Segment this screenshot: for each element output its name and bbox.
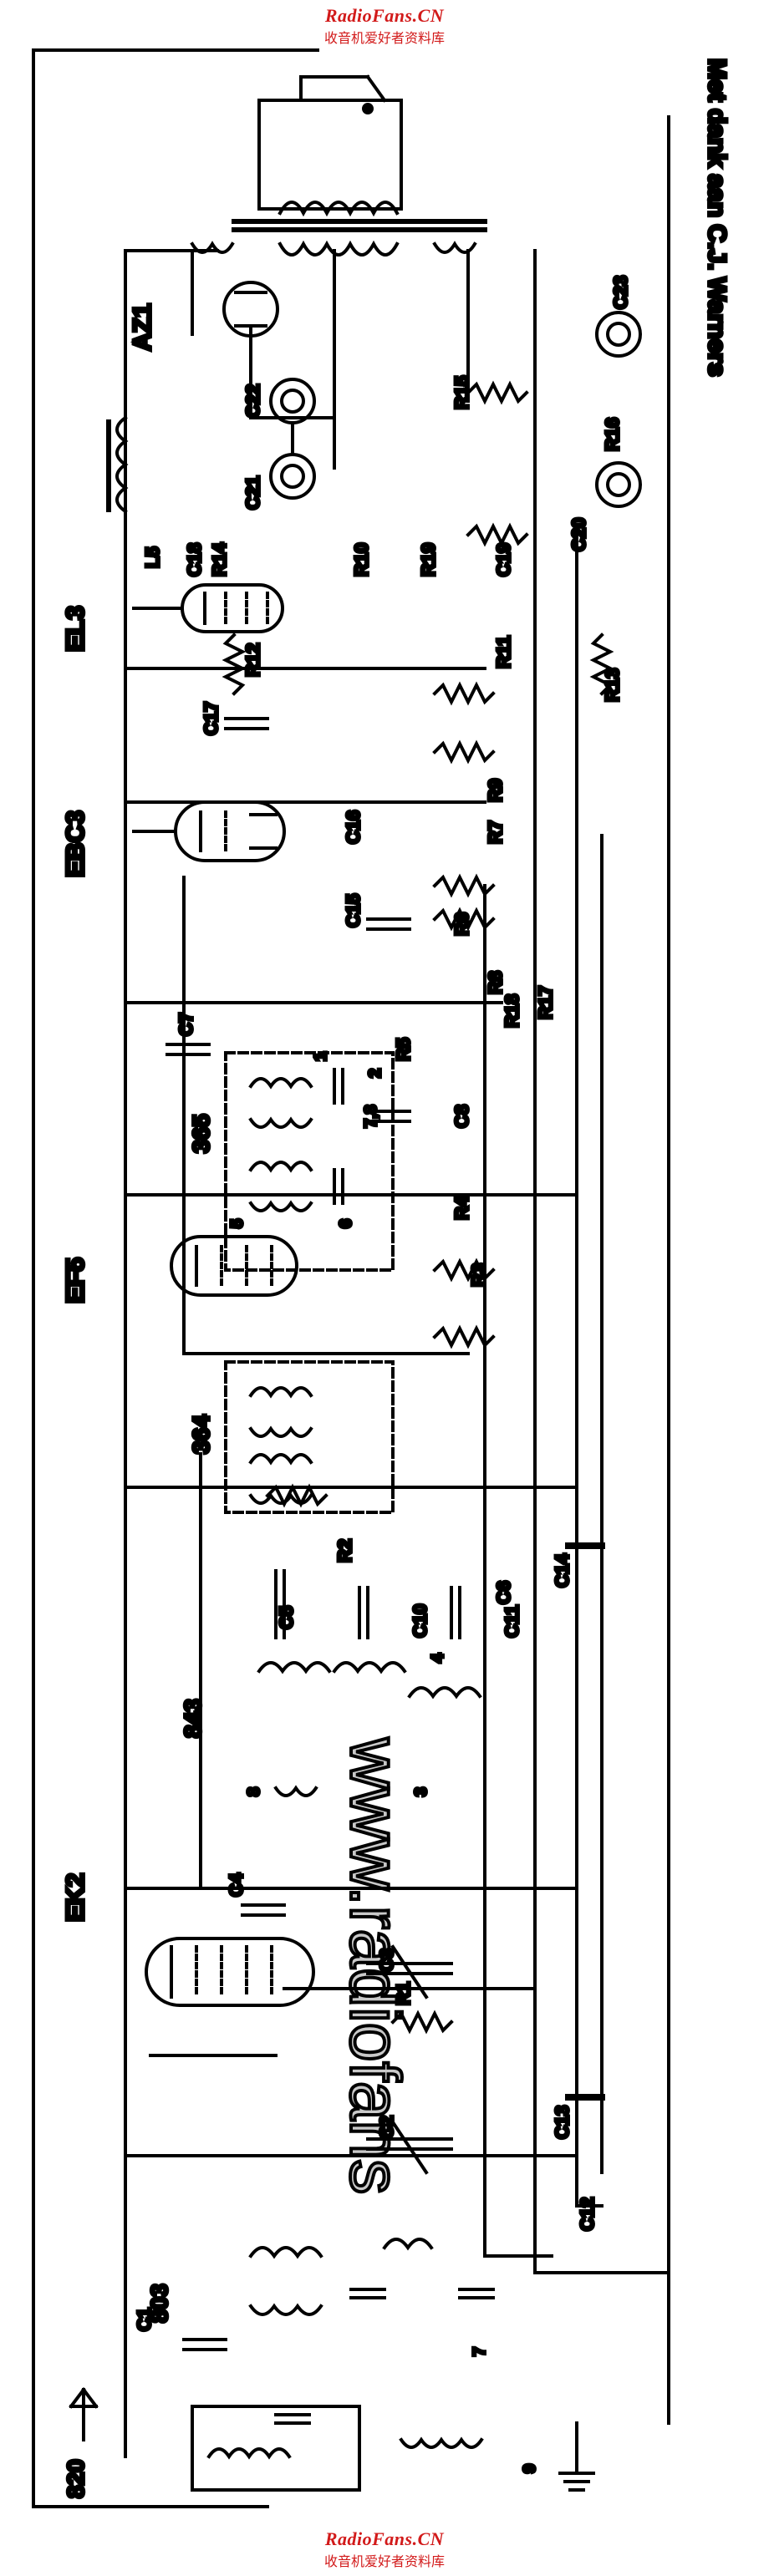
label-l5: L5 [142,546,163,568]
label-c14: C14 [552,1553,573,1588]
label-365: 365 [188,1114,214,1153]
label-c10: C10 [410,1604,430,1638]
label-c8: C8 [451,1105,472,1128]
label-r5: R5 [393,1038,414,1061]
label-c5: C5 [276,1606,297,1629]
label-r16: R16 [602,418,623,451]
label-r3: R3 [468,1263,489,1287]
label-az1: AZ1 [129,303,156,351]
header-site: RadioFans.CN [324,5,445,26]
label-r11: R11 [493,636,514,668]
label-c13: C13 [552,2106,573,2139]
label-r1: R1 [393,1982,414,2005]
labels: EK2 EF5 EBC3 EL3 AZ1 820 803 843 364 365… [60,274,633,2500]
tuning-capacitors [366,1944,453,2175]
label-pin-1: 1 [312,1052,330,1061]
label-r17: R17 [535,986,556,1019]
label-c16: C16 [343,810,364,844]
ebc3-tube [132,800,286,862]
label-c20: C20 [568,518,589,551]
coil-group-820 [191,2405,484,2492]
ek2-mixer-tube [145,1937,315,2007]
label-c22: C22 [242,384,263,418]
label-r8: R8 [485,971,506,994]
label-r15: R15 [451,376,472,409]
label-c23: C23 [610,276,631,309]
label-c4: C4 [226,1872,247,1897]
bus-lines [32,48,670,2508]
label-r14: R14 [209,542,230,577]
filter-choke [106,415,129,514]
footer-site-sub: 收音机爱好者资料库 [323,2555,445,2569]
label-r10: R10 [351,543,372,577]
label-ef5: EF5 [62,1258,89,1303]
label-pin-3: 3 [412,1787,430,1796]
label-r13: R13 [602,668,623,702]
label-ek2: EK2 [62,1873,89,1922]
oscillator-coil-843 [257,1569,482,1797]
label-el3: EL3 [62,606,89,652]
electrolytic-capacitors [269,311,642,508]
label-r18: R18 [502,994,522,1028]
label-c15: C15 [343,894,364,927]
label-pin-5: 5 [228,1219,247,1228]
label-c21: C21 [242,476,263,510]
label-r7: R7 [485,821,506,844]
label-r19: R19 [418,543,439,577]
label-c11: C11 [502,1605,522,1638]
label-c1: C1 [134,2308,155,2331]
el3-output-tube [132,583,284,633]
label-r2: R2 [334,1539,355,1562]
label-c12: C12 [577,2197,598,2231]
label-c2: C2 [376,2116,397,2139]
label-pin-6: 6 [337,1219,355,1228]
ef5-if-tube [170,1235,298,1297]
ground-symbol [558,2421,595,2492]
label-843: 843 [180,1699,206,1738]
label-803: 803 [146,2284,172,2323]
label-364: 364 [188,1415,214,1454]
label-c6: C6 [493,1581,514,1604]
fixed-capacitor-symbols [166,717,605,2351]
label-pin-2: 2 [366,1069,384,1078]
power-transformer [190,74,487,403]
watermark: www.radiofans [336,1737,415,2194]
label-c18: C18 [184,543,205,577]
footer: RadioFans.CN 收音机爱好者资料库 [0,2528,769,2570]
header: RadioFans.CN 收音机爱好者资料库 [0,5,769,47]
antenna-symbol [69,2387,99,2441]
label-pin-8: 8 [245,1787,263,1796]
label-820: 820 [63,2459,89,2498]
label-r9: R9 [485,779,506,802]
label-pin-4: 4 [429,1653,447,1663]
label-pin-7: 7 [471,2347,489,2356]
header-site-sub: 收音机爱好者资料库 [323,32,445,46]
label-r4: R4 [451,1196,472,1220]
label-r12: R12 [242,643,263,677]
coil-group-803 [248,2238,495,2316]
credit-text: Met dank aan C.J. Warners [703,58,731,377]
label-r6: R6 [451,912,472,936]
az1-rectifier-tube [222,249,336,470]
if-transformer-365 [224,1051,395,1272]
footer-site: RadioFans.CN [324,2528,445,2549]
label-c3: C3 [376,1949,397,1972]
label-pin-9: 9 [521,2464,539,2473]
resistor-symbols [222,380,614,2035]
label-c19: C19 [493,543,514,577]
label-c17: C17 [201,702,222,735]
label-ebc3: EBC3 [62,810,89,877]
label-c7: C7 [176,1013,196,1036]
label-pin-78: 7,8 [362,1105,380,1128]
